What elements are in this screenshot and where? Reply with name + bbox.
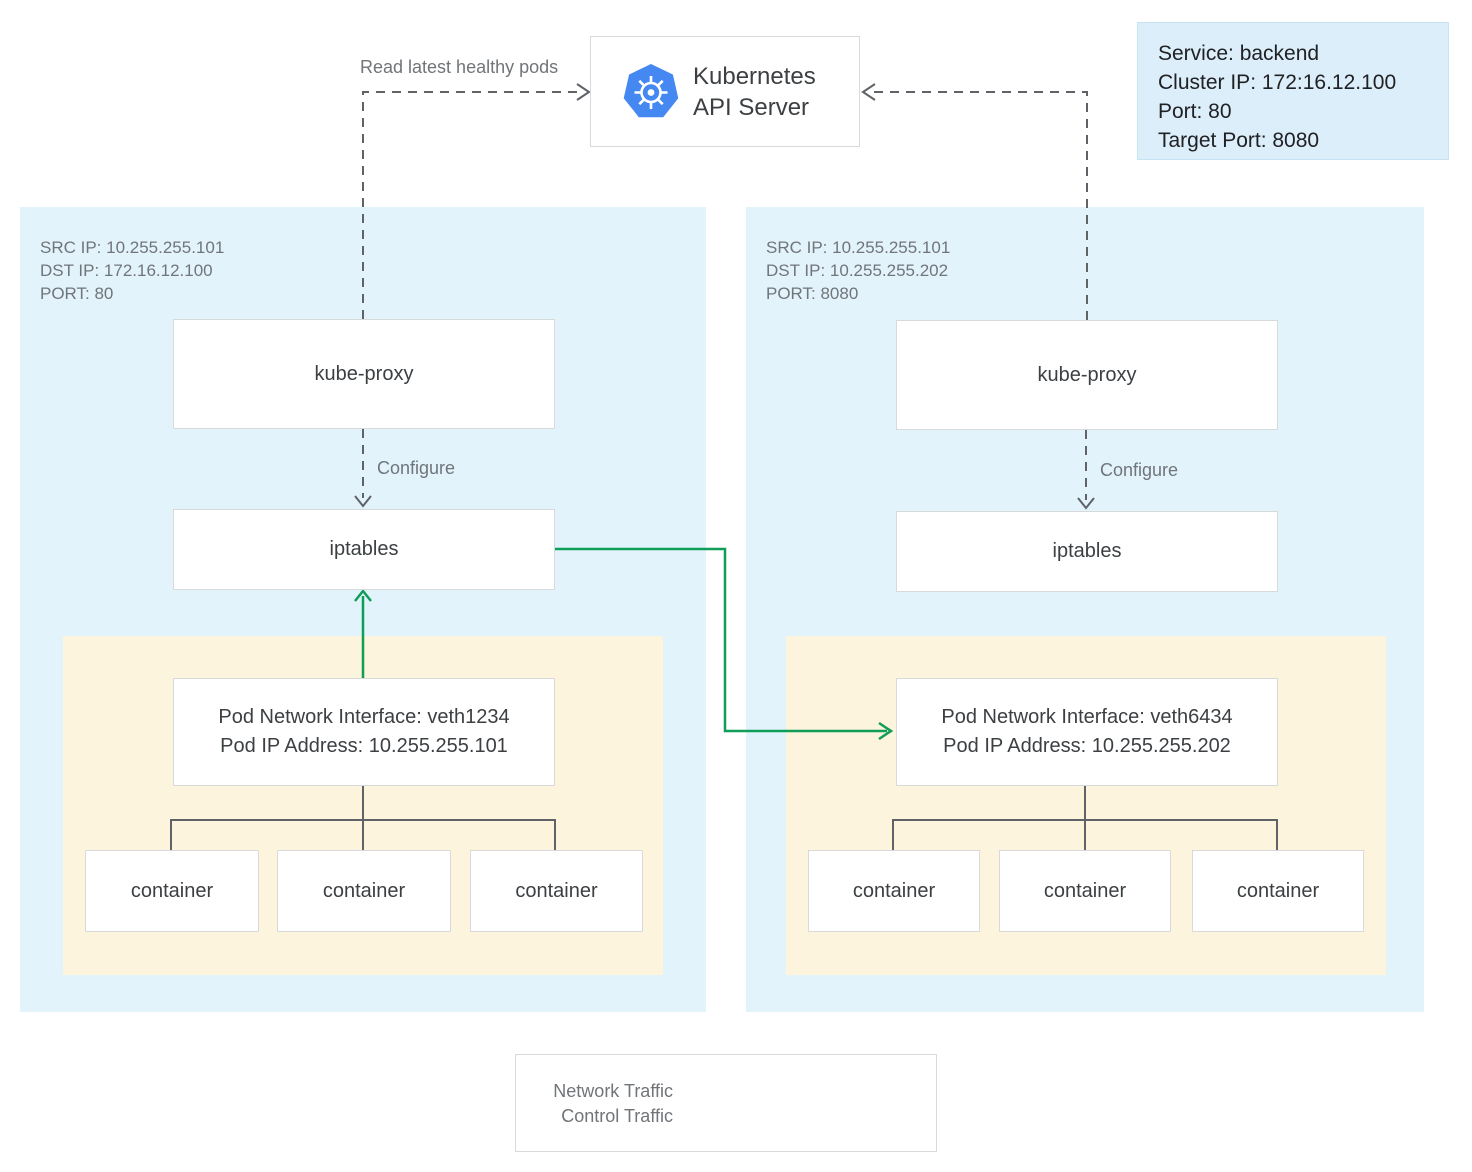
node-right-meta: SRC IP: 10.255.255.101 DST IP: 10.255.25…: [766, 236, 950, 305]
kube-proxy-box-right: kube-proxy: [896, 320, 1278, 430]
container-box: container: [999, 850, 1171, 932]
service-port: Port: 80: [1158, 100, 1232, 123]
arrowhead-right-icon: [576, 83, 591, 101]
pod-interface-line: Pod Network Interface: veth1234: [218, 706, 510, 728]
pod-interface-box-left: Pod Network Interface: veth1234 Pod IP A…: [173, 678, 555, 786]
container-box: container: [808, 850, 980, 932]
pod-interface-box-right: Pod Network Interface: veth6434 Pod IP A…: [896, 678, 1278, 786]
port-label: PORT: 80: [40, 284, 114, 303]
service-target-port: Target Port: 8080: [1158, 129, 1320, 152]
iptables-box-left: iptables: [173, 509, 555, 590]
legend-network-traffic-label: Network Traffic: [553, 1081, 673, 1101]
kubernetes-logo-icon: [623, 63, 679, 117]
pod-ip-line: Pod IP Address: 10.255.255.101: [220, 735, 508, 757]
src-ip-label: SRC IP: 10.255.255.101: [40, 238, 225, 257]
container-box: container: [85, 850, 259, 932]
port-label: PORT: 8080: [766, 284, 859, 303]
dst-ip-label: DST IP: 172.16.12.100: [40, 261, 213, 280]
service-name: Service: backend: [1158, 42, 1320, 65]
pod-ip-line: Pod IP Address: 10.255.255.202: [943, 735, 1231, 757]
kube-proxy-box-left: kube-proxy: [173, 319, 555, 429]
read-latest-healthy-pods-label: Read latest healthy pods: [360, 57, 559, 77]
legend-control-traffic-label: Control Traffic: [561, 1106, 673, 1126]
configure-label-left: Configure: [377, 458, 456, 478]
src-ip-label: SRC IP: 10.255.255.101: [766, 238, 951, 257]
pod-interface-line: Pod Network Interface: veth6434: [941, 706, 1233, 728]
api-server-label-line2: API Server: [693, 93, 810, 121]
container-box: container: [277, 850, 451, 932]
arrowhead-left-icon: [861, 83, 876, 101]
dst-ip-label: DST IP: 10.255.255.202: [766, 261, 949, 280]
api-server-label-line1: Kubernetes: [693, 62, 816, 90]
configure-label-right: Configure: [1100, 460, 1179, 480]
service-cluster-ip: Cluster IP: 172:16.12.100: [1158, 71, 1397, 94]
api-server-box: Kubernetes API Server: [590, 36, 860, 147]
iptables-box-right: iptables: [896, 511, 1278, 592]
service-info-card: Service: backend Cluster IP: 172:16.12.1…: [1137, 22, 1449, 160]
api-server-label: Kubernetes API Server: [693, 61, 816, 123]
container-box: container: [470, 850, 643, 932]
legend-box: [515, 1054, 937, 1152]
node-left-meta: SRC IP: 10.255.255.101 DST IP: 172.16.12…: [40, 236, 224, 305]
container-box: container: [1192, 850, 1364, 932]
